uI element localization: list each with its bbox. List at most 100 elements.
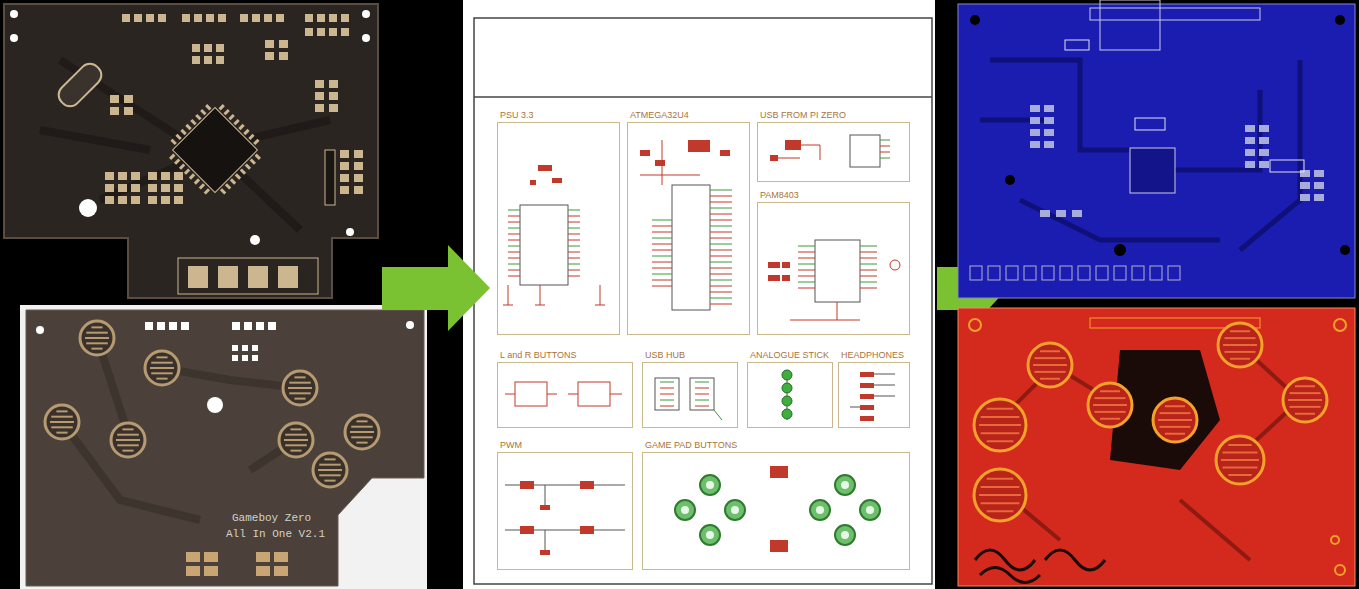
mcu-chip [161, 96, 268, 203]
pcb-board [958, 308, 1355, 586]
chip-pin [235, 173, 241, 179]
chip-pin [233, 119, 239, 125]
pin-hole [242, 355, 248, 361]
button-center [706, 481, 714, 489]
solder-pad [1300, 182, 1310, 189]
button-footprint [1150, 266, 1162, 280]
panel-heading: PAM8403 [760, 190, 799, 201]
shoulder-pad [204, 566, 218, 576]
solder-pad [265, 52, 274, 60]
pin-wire [568, 234, 580, 235]
switch-symbol [515, 382, 547, 406]
solder-pad [124, 95, 133, 103]
pin-wire [508, 228, 520, 229]
pin-wire [568, 264, 580, 265]
button-contact [1230, 330, 1250, 332]
chip-pin [170, 139, 176, 145]
pin-wire [710, 214, 732, 215]
mounting-hole [250, 235, 260, 245]
pin-wire [652, 220, 672, 221]
solder-pad [1044, 141, 1054, 148]
button-contact [1034, 371, 1065, 373]
pin-wire [695, 400, 709, 401]
pin-hole [242, 345, 248, 351]
gamepad-button-symbol [700, 475, 720, 495]
pin-wire [568, 222, 580, 223]
panel-heading: HEADPHONES [841, 350, 904, 361]
gamepad-button-symbol [810, 500, 830, 520]
pcb-board [958, 4, 1355, 298]
chip-pin [179, 163, 185, 169]
button-pad [313, 453, 347, 487]
pin-wire [652, 238, 672, 239]
button-contact [85, 337, 109, 339]
pin-wire [710, 238, 732, 239]
chip-pin [205, 104, 211, 110]
mounting-hole [1114, 244, 1126, 256]
solder-pad [1056, 210, 1066, 217]
pcb-bottom-photo [20, 305, 427, 589]
pcb-trace [40, 60, 330, 230]
solder-pad [110, 95, 119, 103]
chip-pin [253, 139, 259, 145]
button-contact [1224, 351, 1255, 353]
solder-pad [1044, 105, 1054, 112]
pcb-board [4, 4, 378, 298]
pin-hole [169, 322, 177, 330]
button-footprint [1218, 323, 1262, 367]
button-footprint [1168, 266, 1180, 280]
button-contact [51, 416, 73, 418]
connector-pad [218, 266, 238, 288]
solder-pad [204, 56, 212, 64]
solder-pad [340, 186, 349, 194]
silkscreen-text: All In One V2.1 [226, 528, 325, 541]
button-contact [285, 444, 307, 446]
pin-wire [710, 244, 732, 245]
pin-wire [710, 232, 732, 233]
schematic-panel: L and R BUTTONS [497, 362, 633, 428]
chip-footprint [1130, 148, 1175, 193]
component-outline [1135, 118, 1165, 130]
panel-heading: L and R BUTTONS [500, 350, 577, 361]
mounting-hole [969, 319, 981, 331]
component-symbol [782, 262, 790, 268]
pin-wire [652, 280, 672, 281]
button-footprint [1216, 436, 1264, 484]
pin-wire [568, 246, 580, 247]
button-footprint [1078, 266, 1090, 280]
mounting-hole [406, 321, 414, 329]
solder-pad [204, 44, 212, 52]
solder-pad [192, 56, 200, 64]
button-contact [1158, 419, 1192, 421]
mounting-hole [1331, 536, 1339, 544]
pin-wire [652, 232, 672, 233]
button-pad [45, 405, 79, 439]
button-center [866, 506, 874, 514]
pin-hole [268, 322, 276, 330]
component-symbol [770, 155, 778, 161]
pin-wire [568, 258, 580, 259]
button-footprint [1028, 343, 1072, 387]
solder-pad [341, 14, 349, 22]
solder-pad [174, 184, 183, 192]
solder-pad [1314, 182, 1324, 189]
schematic-sheet [463, 0, 935, 589]
chip-pin [189, 173, 195, 179]
shoulder-pad [186, 552, 200, 562]
chip-body [173, 108, 258, 193]
button-contact [319, 474, 341, 476]
pin-wire [798, 276, 815, 277]
pin-wire [660, 400, 674, 401]
button-contact [116, 439, 140, 441]
button-footprint [1042, 266, 1054, 280]
pin-wire [860, 282, 877, 283]
wire [850, 374, 895, 407]
button-footprint [1096, 266, 1108, 280]
schematic-panel: ANALOGUE STICK [747, 362, 833, 428]
component-symbol [768, 262, 780, 268]
schematic-panel: PSU 3.3 [497, 122, 620, 335]
component-symbol [720, 150, 730, 156]
stick-pin [782, 396, 792, 406]
component-symbol [580, 526, 594, 534]
button-contact [156, 356, 167, 358]
